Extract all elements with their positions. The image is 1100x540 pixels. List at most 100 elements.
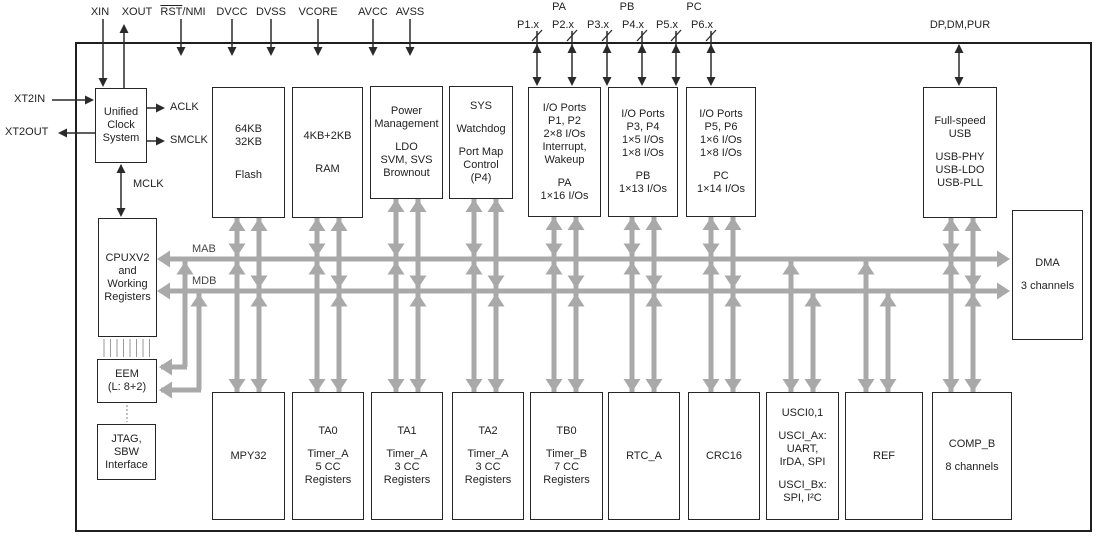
bus-label-mdb: MDB — [192, 275, 217, 287]
clock-label-mclk: MCLK — [133, 178, 164, 190]
block-rtc-a: RTC_A — [608, 392, 680, 520]
block-text-line: Timer_A — [386, 448, 428, 460]
pin-label-p3x: P3.x — [586, 19, 610, 31]
block-text-line: Control — [463, 159, 499, 171]
block-text-line: JTAG, — [111, 432, 142, 445]
block-text-line: (L: 8+2) — [107, 381, 147, 393]
pin-label-xout: XOUT — [121, 6, 153, 18]
block-text-line: I/O Ports — [542, 101, 587, 114]
block-text-line: PC — [713, 170, 729, 182]
block-text-line: DMA — [1035, 257, 1060, 269]
block-text-line: UART, — [786, 443, 819, 455]
block-text-line: (P4) — [470, 172, 492, 184]
pin-label-vcore: VCORE — [298, 6, 338, 18]
block-text-line: 7 CC — [553, 461, 580, 473]
block-text-line: EEM — [115, 368, 139, 380]
block-text-line: PB — [635, 170, 651, 182]
block-text-line: System — [102, 132, 140, 144]
pin-label-avss: AVSS — [395, 6, 425, 18]
block-text-line: Registers — [304, 474, 352, 486]
block-text-line: SYS — [469, 100, 492, 112]
block-text-line: REF — [873, 449, 895, 462]
chip-outline — [75, 42, 1092, 532]
pin-label-p6x: P6.x — [690, 19, 714, 31]
pin-label-xt2out: XT2OUT — [5, 126, 49, 138]
block-text-line: Full-speed — [934, 115, 986, 127]
block-text-line: CPUXV2 — [105, 251, 150, 264]
block-text-line: 1×5 I/Os — [622, 134, 664, 146]
block-text-line: Registers — [464, 474, 512, 486]
block-text-line: Working — [107, 277, 148, 290]
pin-label-dvcc: DVCC — [216, 6, 248, 18]
block-crc16: CRC16 — [688, 392, 760, 520]
block-text-line: Registers — [383, 474, 431, 486]
block-text-line: 3 CC — [475, 461, 501, 473]
block-text-line: IrDA, SPI — [779, 456, 826, 468]
block-comp-b: COMP_B 8 channels — [932, 392, 1012, 520]
block-text-line: 1×16 I/Os — [540, 189, 589, 202]
block-text-line: SVM, SVS — [380, 154, 433, 166]
pin-label-usb-pins: DP,DM,PUR — [929, 19, 991, 31]
block-text-line: Interface — [105, 458, 148, 471]
block-text-line: Interrupt, — [542, 140, 587, 153]
block-text-line: 3 channels — [1020, 280, 1075, 292]
block-text-line: SBW — [113, 445, 140, 458]
pin-label-xt2in: XT2IN — [14, 93, 46, 105]
pin-label-p2x: P2.x — [551, 19, 575, 31]
block-text-line: P5, P6 — [704, 121, 738, 133]
block-text-line: 5 CC — [315, 461, 341, 473]
pin-label-p1x: P1.x — [516, 19, 540, 31]
block-text-line: 3 CC — [394, 461, 420, 473]
block-text-line: Flash — [235, 169, 262, 181]
block-text-line: Unified — [103, 106, 139, 118]
block-text-line: Timer_B — [545, 448, 588, 460]
block-text-line: 32KB — [235, 136, 262, 148]
block-text-line: P1, P2 — [547, 114, 582, 127]
block-text-line: USCI_Ax: — [778, 430, 827, 442]
block-text-line: Registers — [104, 290, 151, 303]
block-text-line: USB — [948, 128, 972, 140]
block-text-line: LDO — [395, 141, 418, 153]
port-group-label-pb: PB — [619, 1, 635, 13]
block-text-line: 1×8 I/Os — [622, 147, 664, 159]
clock-label-aclk: ACLK — [170, 101, 199, 113]
block-text-line: RAM — [315, 162, 340, 175]
pin-label-rst-nmi: RST/NMI — [160, 6, 206, 18]
port-group-label-pa: PA — [552, 1, 566, 13]
block-text-line: Power — [390, 105, 423, 117]
block-mpy32: MPY32 — [212, 392, 285, 520]
block-text-line: 4KB+2KB — [303, 129, 352, 142]
block-text-line: Clock — [107, 119, 135, 131]
block-text-line: 8 channels — [945, 461, 999, 473]
clock-label-smclk: SMCLK — [170, 134, 208, 146]
block-text-line: PA — [557, 176, 572, 189]
block-text-line: CRC16 — [705, 449, 743, 462]
block-text-line: 1×8 I/Os — [700, 147, 742, 159]
block-text-line: Brownout — [383, 167, 430, 179]
block-text-line: P3, P4 — [626, 121, 660, 133]
block-text-line: COMP_B — [948, 438, 996, 450]
block-text-line: Watchdog — [456, 123, 506, 135]
block-ref: REF — [845, 392, 923, 520]
block-ram: 4KB+2KB RAM — [292, 87, 363, 218]
block-text-line: USB-PLL — [937, 177, 983, 189]
block-text-line: USB-LDO — [935, 164, 985, 176]
block-text-line: RTC_A — [626, 449, 662, 462]
block-text-line: MPY32 — [230, 449, 267, 462]
bus-label-mab: MAB — [192, 243, 216, 255]
block-text-line: TA0 — [318, 425, 338, 437]
block-dma: DMA 3 channels — [1012, 210, 1083, 340]
